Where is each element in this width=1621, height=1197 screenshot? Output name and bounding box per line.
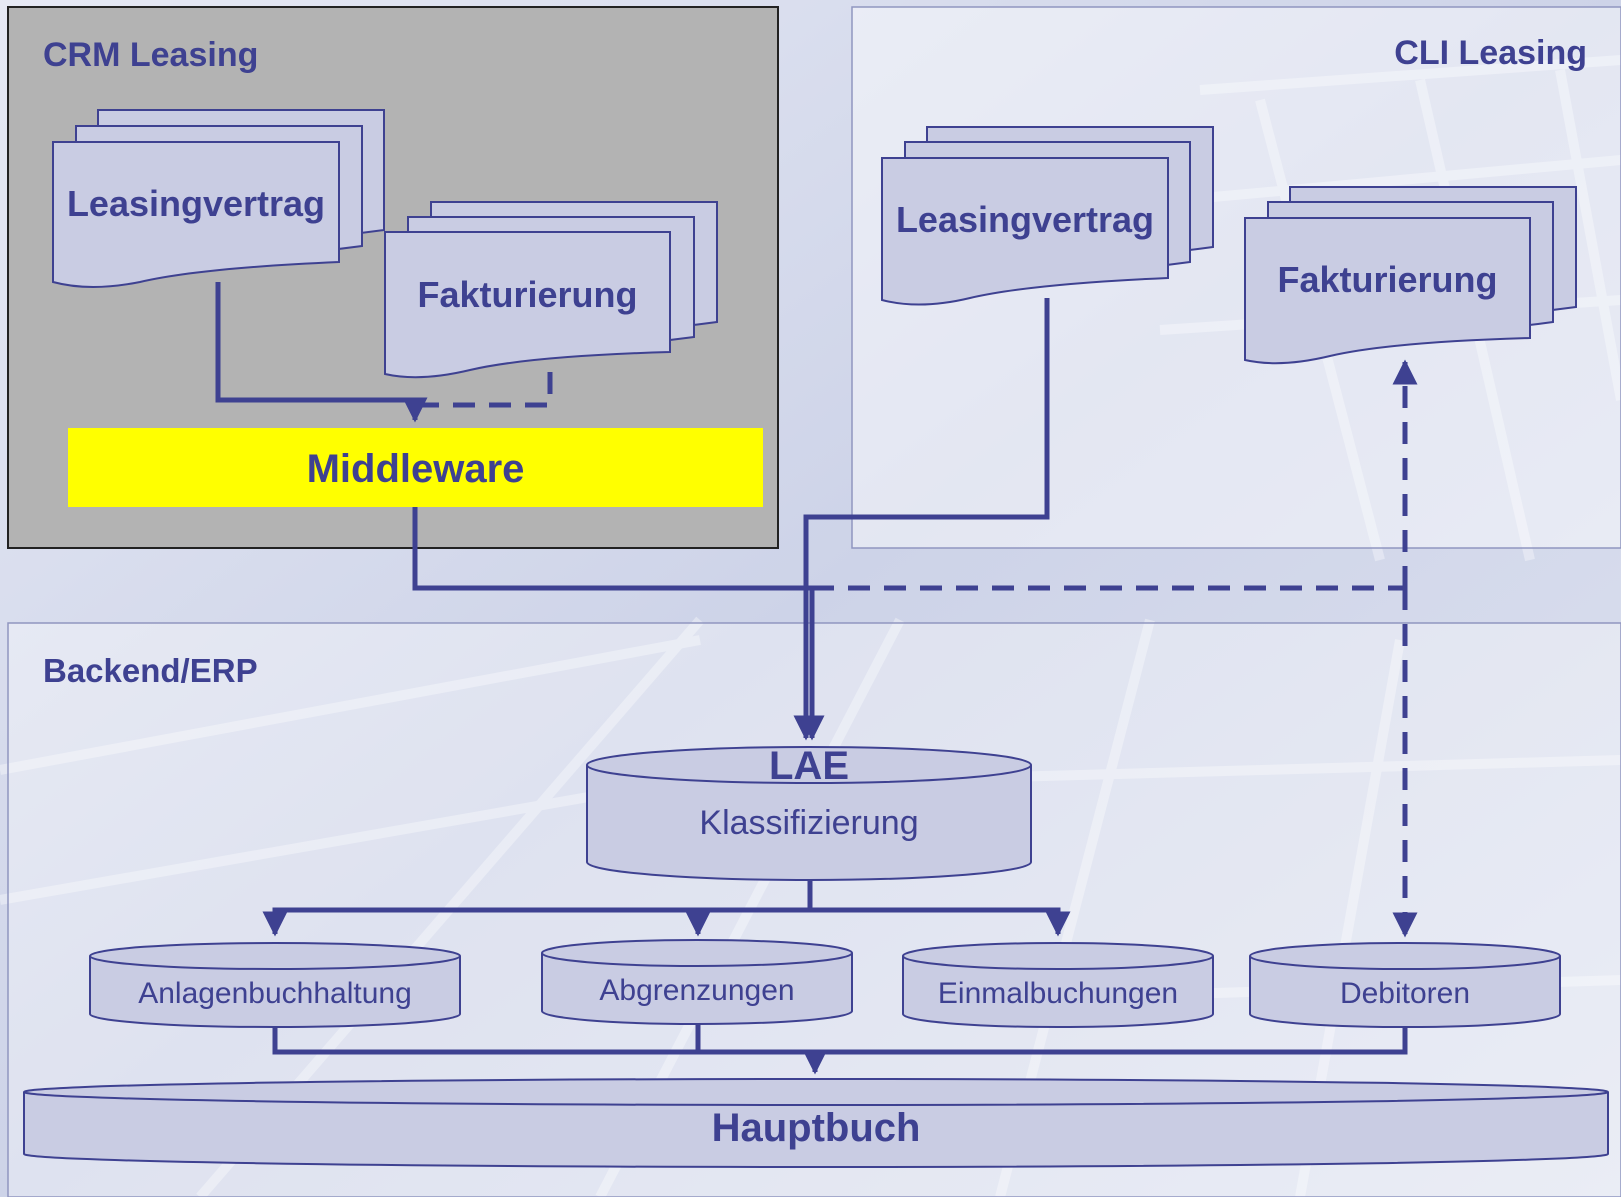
lae-title: LAE (769, 744, 849, 788)
crm-panel-title: CRM Leasing (43, 36, 259, 74)
crm-leasingvertrag-doc (52, 109, 385, 288)
cli-leasingvertrag-label: Leasingvertrag (895, 199, 1155, 240)
lae-subtitle: Klassifizierung (699, 804, 919, 842)
subledger-abgrenzungen: Abgrenzungen (599, 974, 795, 1007)
subledger-debitoren: Debitoren (1339, 977, 1471, 1010)
crm-fakturierung-label: Fakturierung (417, 274, 638, 315)
cli-leasingvertrag-doc (881, 126, 1214, 306)
cli-panel-title: CLI Leasing (1394, 34, 1587, 72)
subledger-anlagenbuchhaltung: Anlagenbuchhaltung (138, 977, 412, 1010)
hauptbuch-cylinder (23, 1078, 1609, 1168)
lae-cylinder (586, 746, 1032, 881)
backend-panel-title: Backend/ERP (43, 652, 258, 689)
subledger-einmalbuchungen: Einmalbuchungen (937, 977, 1179, 1010)
hauptbuch-label: Hauptbuch (711, 1106, 921, 1150)
connectors (215, 282, 1418, 1075)
subledger-cylinders (89, 939, 1561, 1028)
crm-fakturierung-doc (384, 201, 718, 379)
middleware-box (68, 428, 763, 507)
crm-leasingvertrag-label: Leasingvertrag (66, 183, 326, 224)
cli-fakturierung-doc (1244, 186, 1577, 365)
middleware-label: Middleware (306, 447, 525, 491)
cli-fakturierung-label: Fakturierung (1277, 259, 1498, 300)
